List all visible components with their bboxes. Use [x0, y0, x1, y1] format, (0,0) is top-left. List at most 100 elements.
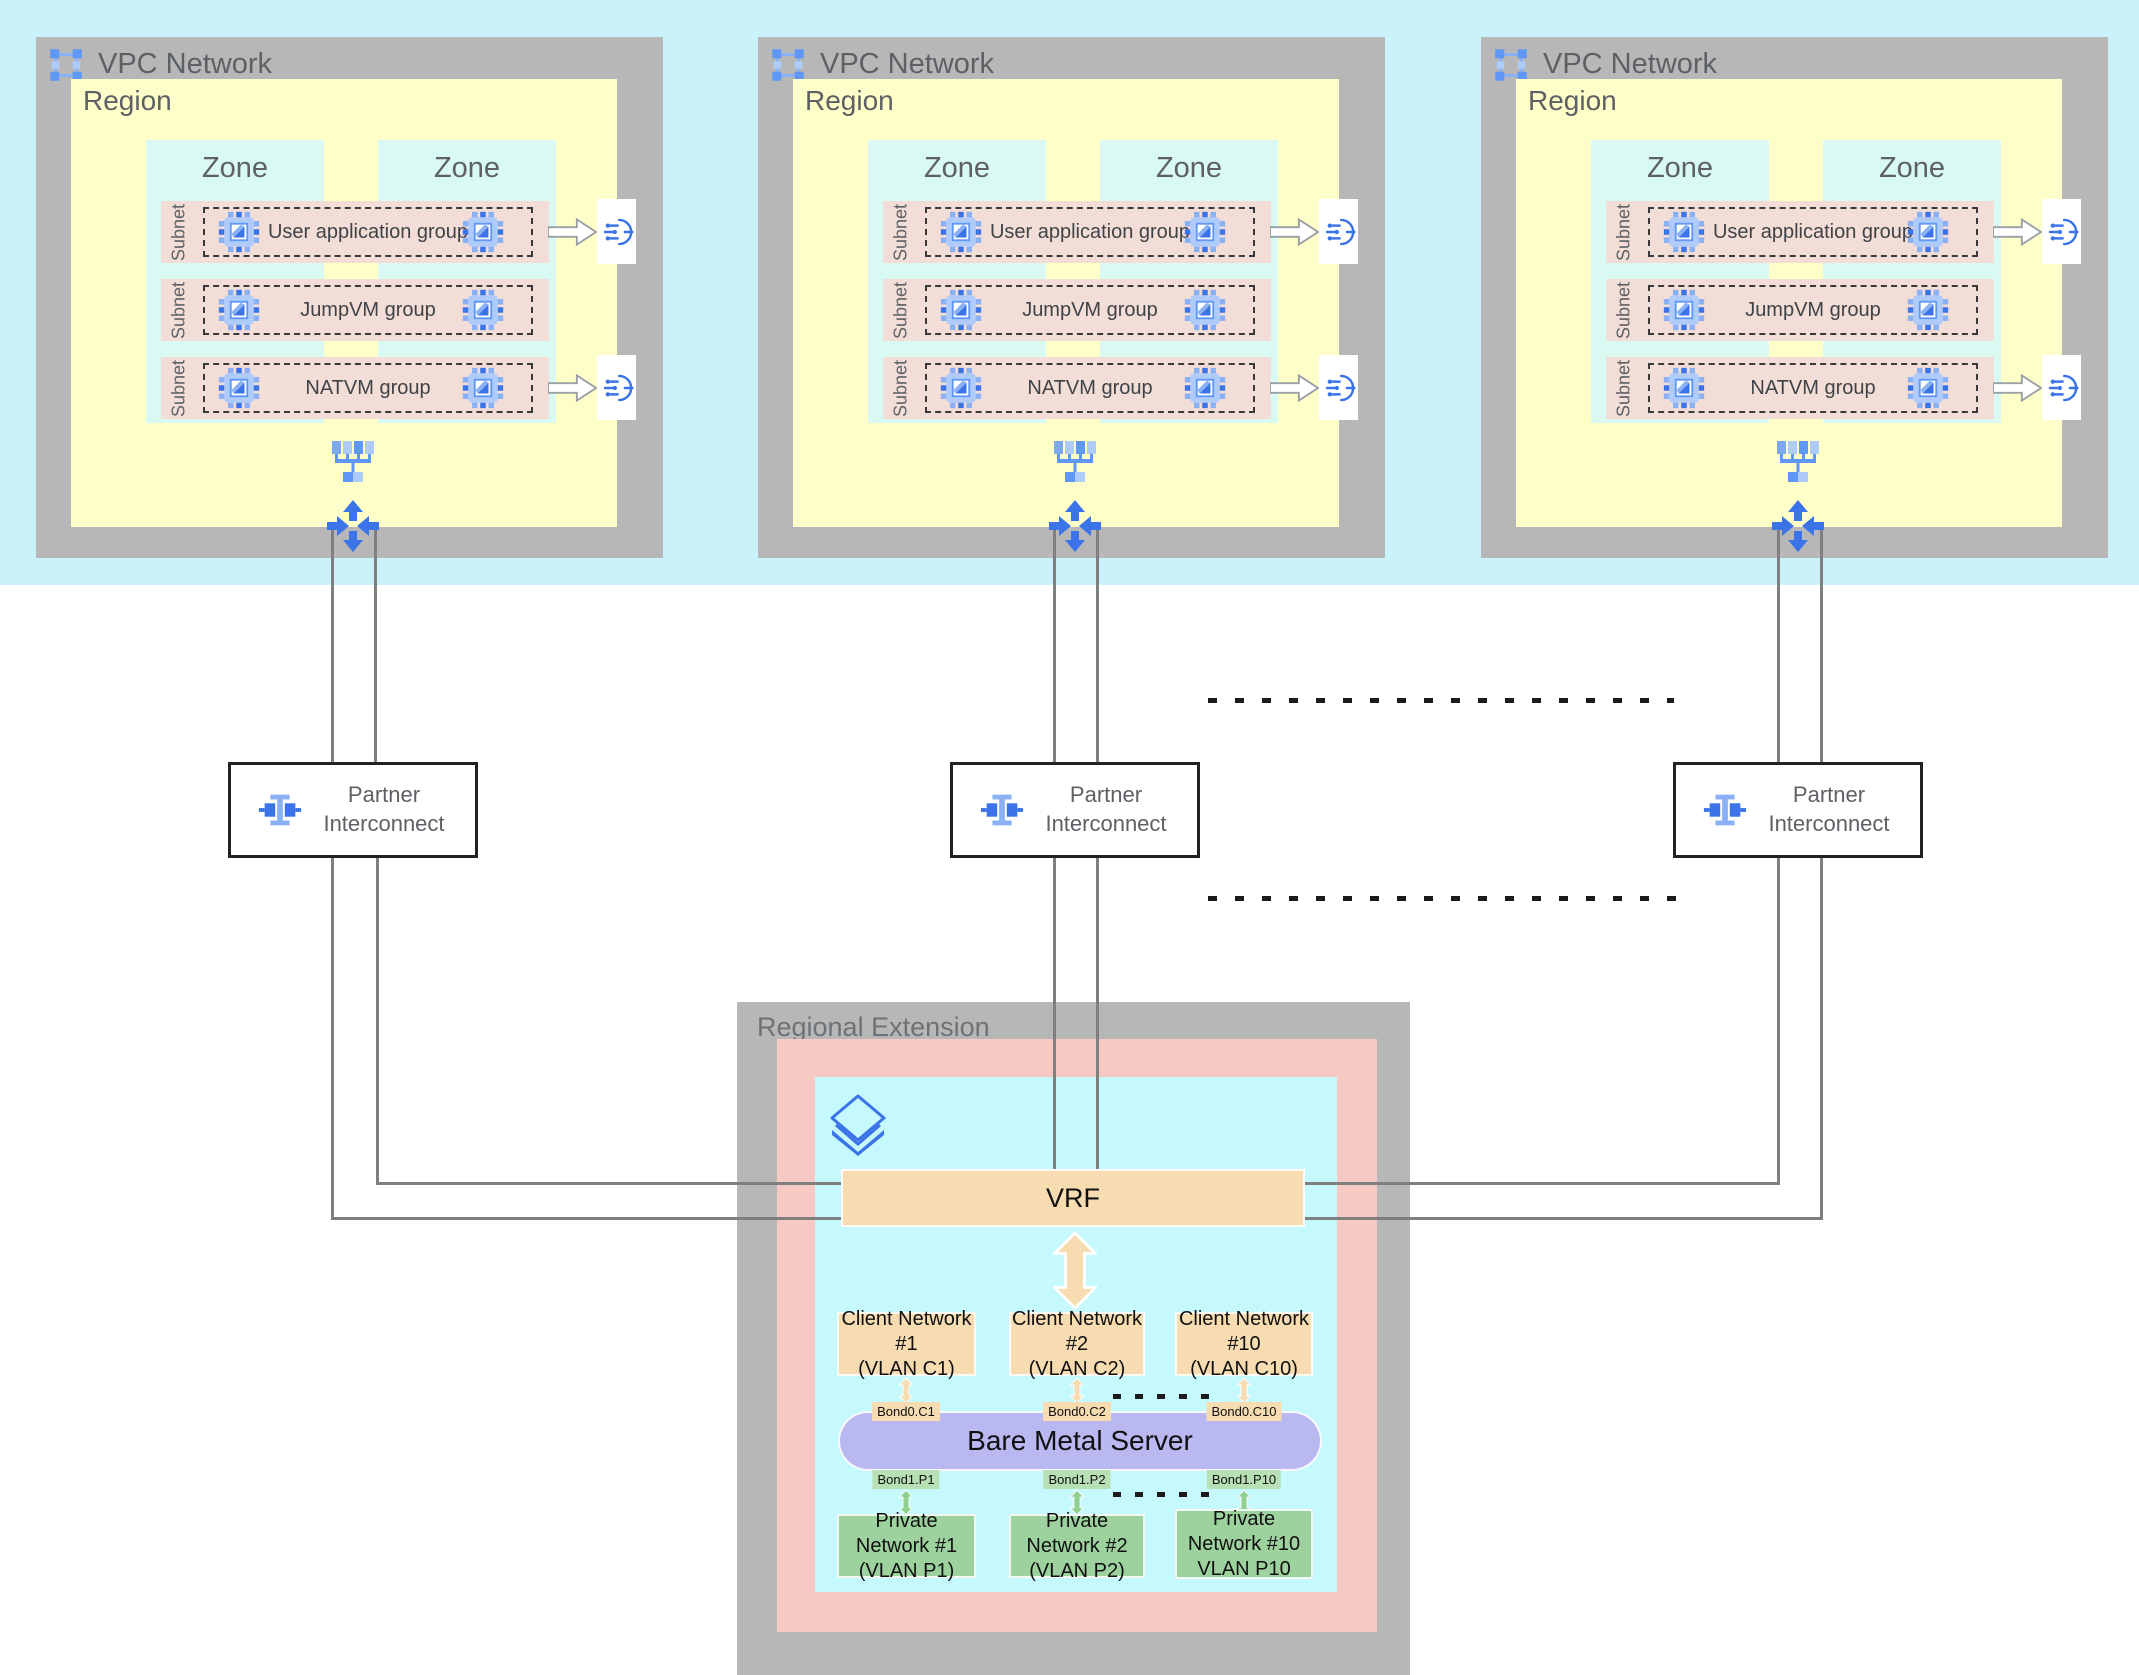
partner-interconnect-box-3: Partner Interconnect [1673, 762, 1923, 858]
vm-icon [1183, 288, 1227, 332]
egress-arrow [1993, 374, 2043, 402]
connector-line [1096, 527, 1099, 762]
region-box: Region Zone Zone Subnet User application… [1516, 79, 2081, 527]
zone-title: Zone [1878, 152, 1946, 184]
vm-icon [1906, 366, 1950, 410]
partner-interconnect-icon [979, 787, 1025, 833]
subnet-row: Subnet User application group [1606, 201, 1994, 263]
private-network-name: Private Network #10 [1187, 1507, 1301, 1555]
load-balancer-box [2042, 355, 2081, 420]
connector-line [1777, 527, 1780, 762]
vm-group-box: User application group [203, 207, 533, 257]
partner-interconnect-line1: Partner [1069, 782, 1143, 808]
vm-icon [461, 288, 505, 332]
load-balancer-icon [600, 215, 634, 249]
connector-line [1820, 858, 1823, 1220]
vm-group-box: User application group [925, 207, 1255, 257]
vrf-double-arrow [1047, 1231, 1103, 1310]
partner-interconnect-box-2: Partner Interconnect [950, 762, 1200, 858]
partner-interconnect-line2: Interconnect [1768, 811, 1890, 836]
connector-line [1305, 1182, 1780, 1185]
region-title: Region [1528, 85, 1617, 116]
vpc-title: VPC Network [820, 48, 995, 80]
network-icon [1051, 439, 1099, 483]
vm-group-label: User application group [1712, 220, 1914, 243]
connector-line [1096, 858, 1099, 1169]
private-network-vlan: (VLAN P1) [858, 1559, 955, 1582]
vpc-network-box-3: VPC Network Region Zone Zone Subnet User… [1481, 37, 2108, 558]
subnet-label: Subnet [890, 359, 911, 417]
private-network-vlan: (VLAN P2) [1029, 1559, 1125, 1582]
connector-line [331, 858, 334, 1220]
subnet-row: Subnet NATVM group [1606, 357, 1994, 419]
private-network-vlan: VLAN P10 [1197, 1557, 1291, 1580]
load-balancer-box [1319, 355, 1358, 420]
continuation-dots [1208, 896, 1676, 901]
load-balancer-box [1319, 199, 1358, 264]
subnet-label: Subnet [890, 203, 911, 261]
subnet-row: Subnet NATVM group [883, 357, 1271, 419]
private-network-box-2: Private Network #2 (VLAN P2) [1009, 1510, 1145, 1582]
vpc-icon [1493, 47, 1529, 83]
partner-interconnect-icon [257, 787, 303, 833]
bond-arrow [898, 1377, 915, 1404]
subnet-label: Subnet [1613, 281, 1634, 339]
vm-group-label: User application group [989, 220, 1191, 243]
egress-arrow [1993, 218, 2043, 246]
vm-group-box: NATVM group [925, 363, 1255, 413]
subnet-label: Subnet [1613, 359, 1634, 417]
connector-line [1053, 858, 1056, 1169]
load-balancer-icon [1322, 371, 1356, 405]
vpc-title: VPC Network [1543, 48, 1718, 80]
bare-metal-server: Bare Metal Server [838, 1411, 1322, 1471]
connector-line [1777, 858, 1780, 1185]
vm-group-box: JumpVM group [925, 285, 1255, 335]
zone-title: Zone [923, 152, 991, 184]
client-network-vlan: (VLAN C2) [1028, 1357, 1126, 1380]
router-icon [326, 499, 380, 553]
vm-group-box: JumpVM group [1648, 285, 1978, 335]
subnet-label: Subnet [168, 359, 189, 417]
vpc-title: VPC Network [98, 48, 273, 80]
private-network-box-1: Private Network #1 (VLAN P1) [837, 1510, 976, 1582]
vm-group-label: User application group [267, 220, 469, 243]
vpc-network-box-2: VPC Network Region Zone Zone Subnet User… [758, 37, 1385, 558]
vm-icon [1183, 210, 1227, 254]
partner-interconnect-label: Partner Interconnect [1025, 781, 1187, 838]
partner-interconnect-label: Partner Interconnect [1748, 781, 1910, 838]
partner-interconnect-icon [1702, 787, 1748, 833]
subnet-label: Subnet [168, 203, 189, 261]
continuation-dots [1113, 1492, 1211, 1497]
connector-line [1305, 1217, 1823, 1220]
client-network-box-1: Client Network #1 (VLAN C1) [837, 1308, 976, 1380]
private-network-name: Private Network #2 [1026, 1509, 1128, 1557]
bond0-label-2: Bond0.C2 [1043, 1402, 1111, 1421]
vm-group-label: NATVM group [1750, 376, 1876, 399]
egress-arrow [1270, 218, 1320, 246]
subnet-row: Subnet NATVM group [161, 357, 549, 419]
subnet-label: Subnet [890, 281, 911, 339]
subnet-label: Subnet [168, 281, 189, 339]
client-network-name: Client Network #1 [841, 1307, 972, 1355]
connector-line [376, 1182, 841, 1185]
zone-title: Zone [433, 152, 501, 184]
load-balancer-box [2042, 199, 2081, 264]
subnet-row: Subnet JumpVM group [161, 279, 549, 341]
zone-title: Zone [201, 152, 269, 184]
private-network-box-10: Private Network #10 VLAN P10 [1175, 1507, 1313, 1580]
load-balancer-icon [600, 371, 634, 405]
vpc-icon [770, 47, 806, 83]
router-icon [1771, 499, 1825, 553]
load-balancer-box [597, 355, 636, 420]
vrf-box: VRF [841, 1169, 1305, 1227]
egress-arrow [1270, 374, 1320, 402]
subnet-row: Subnet User application group [161, 201, 549, 263]
bond0-label-10: Bond0.C10 [1206, 1402, 1282, 1421]
partner-interconnect-line1: Partner [1792, 782, 1866, 808]
subnet-row: Subnet JumpVM group [1606, 279, 1994, 341]
connector-line [331, 527, 334, 762]
bond1-label-1: Bond1.P1 [872, 1470, 940, 1489]
vm-icon [1183, 366, 1227, 410]
vm-group-box: User application group [1648, 207, 1978, 257]
load-balancer-box [597, 199, 636, 264]
